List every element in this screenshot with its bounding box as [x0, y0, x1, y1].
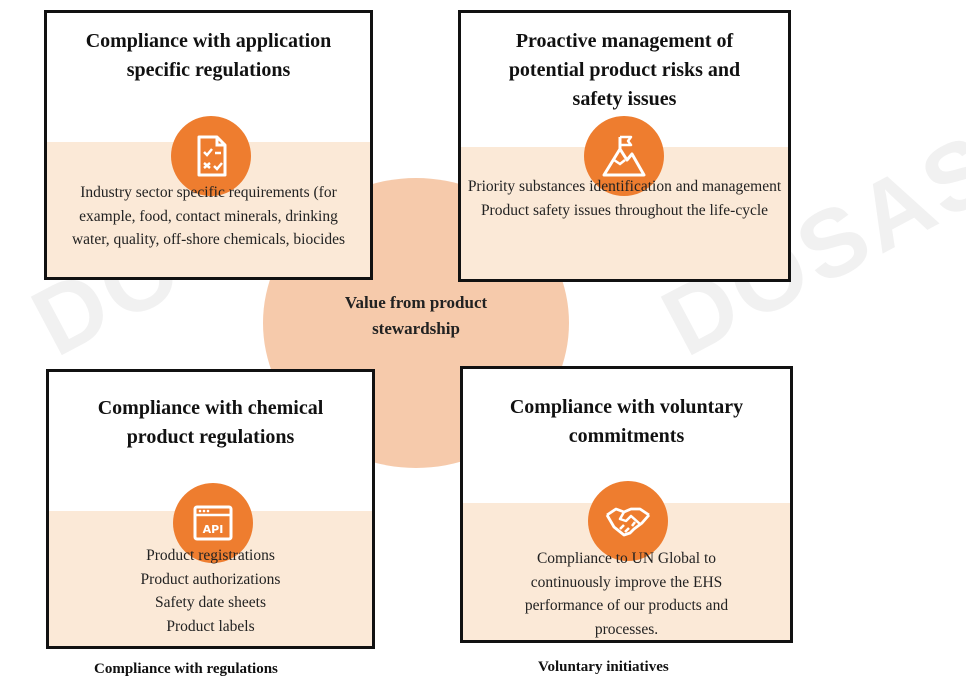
checklist-document-icon — [171, 116, 251, 196]
caption-left: Compliance with regulations — [94, 661, 278, 677]
box-body: Product registrations Product authorizat… — [140, 547, 281, 635]
box-title: Proactive management of potential produc… — [508, 30, 741, 110]
box-title: Compliance with chemical product regulat… — [97, 397, 324, 448]
box-application-regulations: Compliance with application specific reg… — [44, 10, 373, 280]
box-body: Priority substances identification and m… — [467, 178, 782, 219]
box-voluntary-commitments: Compliance with voluntary commitments Co… — [460, 366, 793, 643]
box-body: Compliance to UN Global to continuously … — [524, 550, 729, 638]
mountain-flag-icon — [584, 116, 664, 196]
box-body: Industry sector specific requirements (f… — [71, 184, 346, 248]
box-chemical-regulations: Compliance with chemical product regulat… — [46, 369, 375, 649]
handshake-icon — [588, 481, 668, 561]
box-title: Compliance with voluntary commitments — [509, 396, 744, 447]
box-title: Compliance with application specific reg… — [85, 30, 332, 81]
box-product-risks: Proactive management of potential produc… — [458, 10, 791, 282]
api-window-icon: API — [173, 483, 253, 563]
caption-right: Voluntary initiatives — [538, 659, 669, 675]
center-label: Value from product stewardship — [344, 293, 488, 338]
svg-text:API: API — [203, 523, 224, 536]
